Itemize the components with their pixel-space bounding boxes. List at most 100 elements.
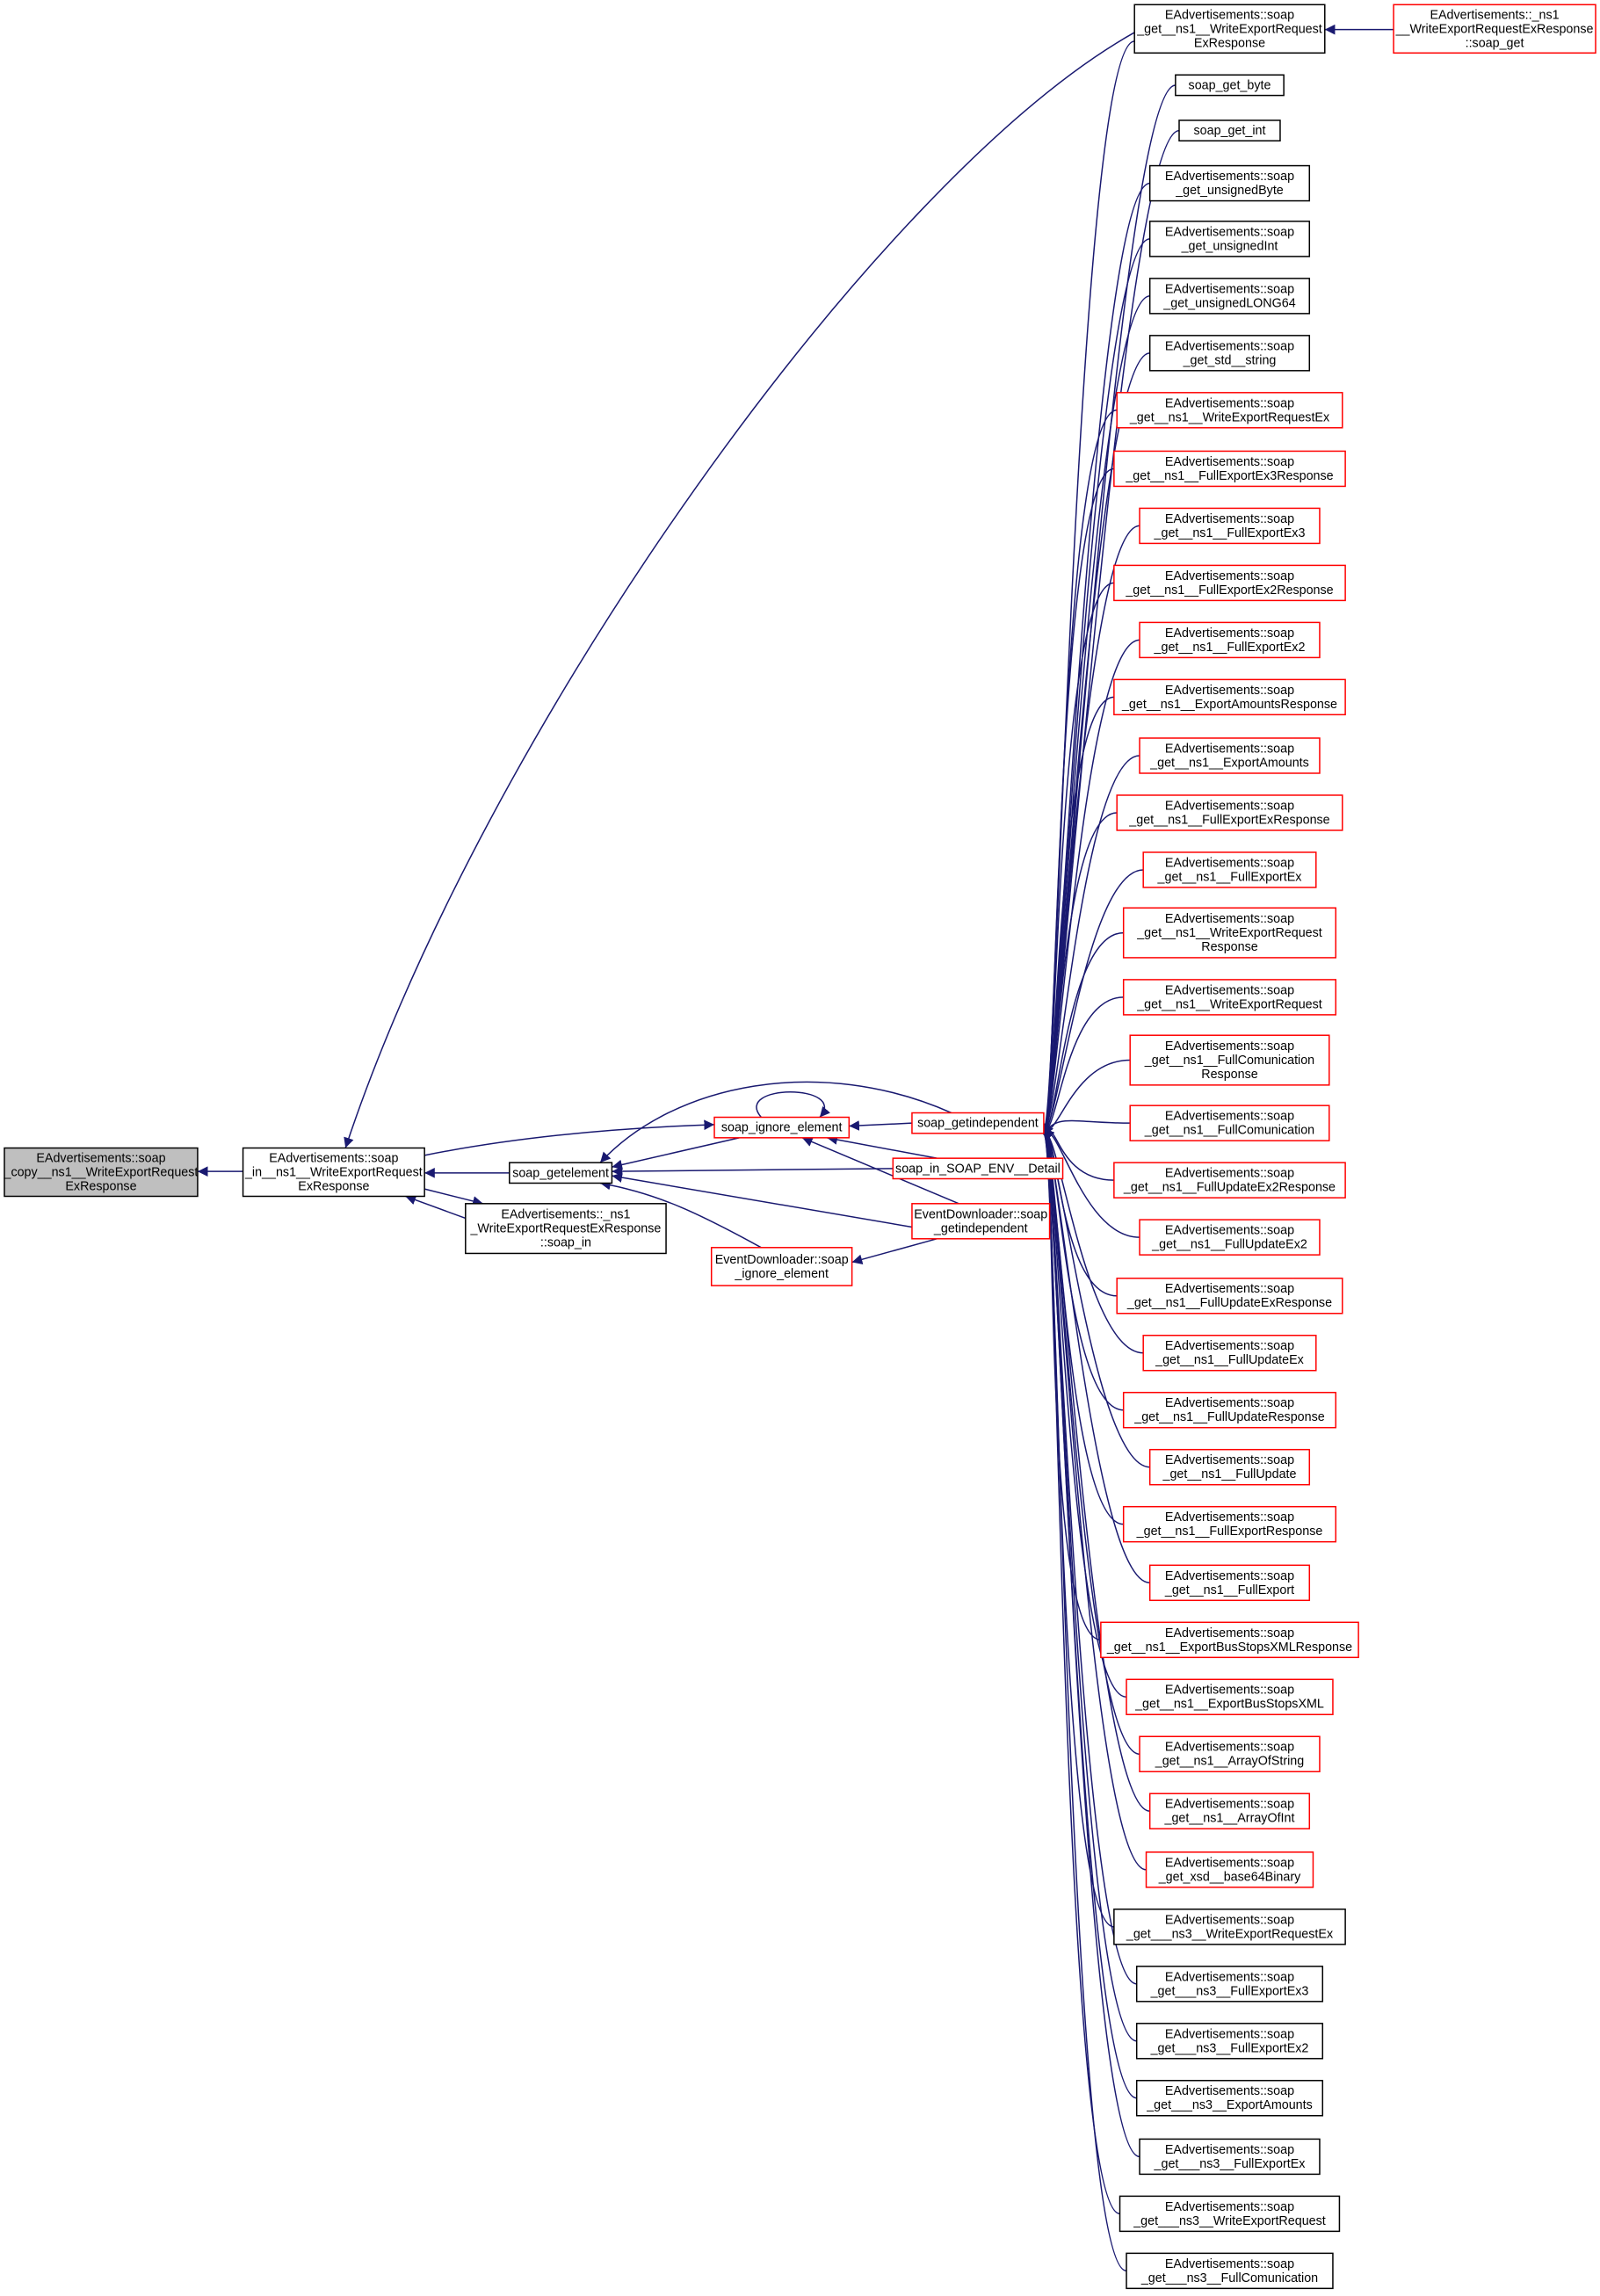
graph-node[interactable]: EAdvertisements::soap_get__ns1__FullUpda…: [1148, 1448, 1311, 1486]
graph-node[interactable]: EAdvertisements::soap_get___ns3__FullExp…: [1135, 1966, 1324, 2003]
node-label: _get___ns3__WriteExportRequest: [1133, 2214, 1326, 2228]
call-edge: [851, 1238, 938, 1264]
node-label: EAdvertisements::soap: [1165, 2200, 1294, 2214]
node-label: EAdvertisements::soap: [1165, 569, 1294, 583]
graph-node[interactable]: EAdvertisements::soap_get_unsignedByte: [1148, 164, 1311, 202]
node-label: _get__ns1__FullExportEx3: [1154, 526, 1306, 540]
node-label: _get__ns1__FullUpdateEx: [1155, 1353, 1304, 1367]
graph-node[interactable]: EAdvertisements::soap_get__ns1__FullExpo…: [1139, 507, 1321, 545]
graph-node[interactable]: EAdvertisements::soap_get___ns3__FullCom…: [1126, 2252, 1334, 2290]
node-label: EAdvertisements::soap: [1165, 2027, 1294, 2041]
graph-node[interactable]: EAdvertisements::soap_get___ns3__WriteEx…: [1113, 1909, 1346, 1945]
graph-node[interactable]: EAdvertisements::soap_get_unsignedLONG64: [1148, 278, 1311, 315]
call-edge: [1043, 1123, 1144, 1354]
graph-node[interactable]: EAdvertisements::soap_get_std__string: [1148, 335, 1311, 372]
node-label: ::soap_get: [1466, 36, 1524, 50]
graph-node[interactable]: EAdvertisements::soap_get__ns1__ExportAm…: [1139, 737, 1321, 774]
node-label: soap_get_int: [1194, 124, 1266, 138]
node-box: [1139, 1735, 1321, 1772]
node-box: [1116, 392, 1343, 429]
node-label: EAdvertisements::soap: [1165, 1569, 1294, 1583]
graph-node[interactable]: EventDownloader::soap_ignore_element: [710, 1247, 853, 1286]
graph-node[interactable]: EAdvertisements::soap_get__ns1__WriteExp…: [1122, 907, 1337, 959]
graph-node[interactable]: EAdvertisements::soap_get__ns1__ExportAm…: [1113, 678, 1346, 716]
node-label: _get__ns1__ArrayOfInt: [1163, 1812, 1294, 1826]
graph-node[interactable]: EAdvertisements::soap_get__ns1__FullUpda…: [1142, 1335, 1317, 1372]
graph-node[interactable]: EAdvertisements::soap_get__ns1__FullExpo…: [1113, 450, 1346, 488]
node-label: soap_getindependent: [917, 1117, 1039, 1131]
graph-node[interactable]: EAdvertisements::soap_get__ns1__FullComu…: [1129, 1034, 1330, 1086]
graph-node[interactable]: EAdvertisements::soap_get__ns1__WriteExp…: [1133, 4, 1326, 54]
node-box: [1139, 737, 1321, 774]
node-label: EAdvertisements::soap: [1165, 912, 1294, 926]
node-label: EAdvertisements::soap: [1165, 856, 1294, 870]
node-box: [1135, 2023, 1324, 2060]
graph-node[interactable]: EAdvertisements::soap_get__ns1__ExportBu…: [1100, 1621, 1359, 1659]
graph-node[interactable]: EAdvertisements::soap_get_xsd__base64Bin…: [1145, 1851, 1314, 1888]
node-label: _get__ns1__WriteExportRequestEx: [1129, 410, 1329, 424]
graph-node[interactable]: soap_getindependent: [911, 1112, 1045, 1134]
graph-node[interactable]: EAdvertisements::soap_get___ns3__FullExp…: [1135, 2023, 1324, 2060]
graph-node[interactable]: EAdvertisements::soap_get__ns1__WriteExp…: [1122, 979, 1337, 1016]
node-label: _get__ns1__FullExportEx: [1157, 870, 1302, 884]
node-box: [911, 1203, 1051, 1240]
node-box: [1116, 794, 1343, 831]
node-box: [1393, 4, 1596, 54]
graph-node[interactable]: EAdvertisements::soap_get___ns3__WriteEx…: [1119, 2195, 1341, 2233]
node-box: [1148, 1564, 1311, 1602]
node-box: [1113, 1909, 1346, 1945]
node-box: [1139, 1219, 1321, 1256]
node-label: EAdvertisements::soap: [1165, 1167, 1294, 1181]
node-label: EAdvertisements::soap: [1165, 1282, 1294, 1296]
call-edge: [1043, 1123, 1140, 2158]
graph-node[interactable]: EAdvertisements::soap_get__ns1__ExportBu…: [1126, 1678, 1334, 1716]
node-label: _get__ns1__ArrayOfString: [1155, 1755, 1305, 1769]
node-label: EAdvertisements::soap: [1165, 2257, 1294, 2271]
graph-node[interactable]: EAdvertisements::soap_get__ns1__FullUpda…: [1113, 1162, 1346, 1199]
node-label: EAdvertisements::soap: [1165, 1396, 1294, 1410]
graph-node[interactable]: EAdvertisements::soap_get__ns1__FullComu…: [1129, 1105, 1330, 1141]
graph-node[interactable]: EAdvertisements::soap_get__ns1__FullExpo…: [1116, 794, 1343, 831]
graph-node[interactable]: EAdvertisements::soap_get___ns3__FullExp…: [1139, 2138, 1321, 2176]
graph-node[interactable]: EAdvertisements::soap_get__ns1__ArrayOfI…: [1148, 1793, 1311, 1829]
node-box: [1129, 1034, 1330, 1086]
graph-node[interactable]: EAdvertisements::soap_get__ns1__FullExpo…: [1148, 1564, 1311, 1602]
node-label: ::soap_in: [540, 1236, 591, 1250]
graph-node[interactable]: EAdvertisements::soap_get__ns1__FullUpda…: [1116, 1278, 1343, 1315]
graph-node[interactable]: EAdvertisements::soap_get__ns1__FullExpo…: [1139, 621, 1321, 659]
graph-node[interactable]: EAdvertisements::soap_get__ns1__FullUpda…: [1122, 1391, 1337, 1429]
call-edge: [1043, 1123, 1127, 2272]
node-label: EAdvertisements::_ns1: [1430, 8, 1559, 22]
node-box: [1178, 120, 1281, 142]
graph-node[interactable]: EAdvertisements::soap_get__ns1__FullExpo…: [1122, 1505, 1337, 1543]
graph-node[interactable]: EAdvertisements::soap_in__ns1__WriteExpo…: [242, 1147, 425, 1198]
graph-node[interactable]: EAdvertisements::_ns1_WriteExportRequest…: [465, 1203, 667, 1255]
graph-node[interactable]: EAdvertisements::soap_get__ns1__ArrayOfS…: [1139, 1735, 1321, 1772]
graph-node[interactable]: soap_get_byte: [1175, 74, 1285, 97]
node-label: _copy__ns1__WriteExportRequest: [3, 1165, 198, 1179]
node-box: [1139, 507, 1321, 545]
node-label: EAdvertisements::soap: [36, 1151, 165, 1165]
node-box: [509, 1162, 613, 1184]
node-box: [710, 1247, 853, 1286]
graph-node[interactable]: soap_get_int: [1178, 120, 1281, 142]
node-label: _get__ns1__WriteExportRequest: [1136, 926, 1322, 940]
node-label: soap_get_byte: [1189, 78, 1271, 92]
graph-node[interactable]: EAdvertisements::_ns1__WriteExportReques…: [1393, 4, 1596, 54]
graph-node[interactable]: EAdvertisements::soap_get__ns1__WriteExp…: [1116, 392, 1343, 429]
graph-node[interactable]: EAdvertisements::soap_get_unsignedInt: [1148, 221, 1311, 257]
node-box: [1175, 74, 1285, 97]
node-box: [1119, 2195, 1341, 2233]
graph-node[interactable]: EventDownloader::soap_getindependent: [911, 1203, 1051, 1240]
graph-node[interactable]: soap_ignore_element: [713, 1116, 851, 1139]
node-label: EAdvertisements::soap: [269, 1151, 398, 1165]
graph-node[interactable]: EAdvertisements::soap_get__ns1__FullUpda…: [1139, 1219, 1321, 1256]
graph-node[interactable]: soap_in_SOAP_ENV__Detail: [892, 1157, 1064, 1180]
node-label: _get__ns1__FullComunication: [1144, 1054, 1314, 1068]
graph-node[interactable]: EAdvertisements::soap_get___ns3__ExportA…: [1135, 2080, 1324, 2117]
graph-node[interactable]: soap_getelement: [509, 1162, 613, 1184]
node-label: _get__ns1__FullUpdateResponse: [1133, 1410, 1324, 1424]
graph-node[interactable]: EAdvertisements::soap_get__ns1__FullExpo…: [1142, 851, 1317, 888]
node-box: [1113, 564, 1346, 602]
graph-node[interactable]: EAdvertisements::soap_get__ns1__FullExpo…: [1113, 564, 1346, 602]
